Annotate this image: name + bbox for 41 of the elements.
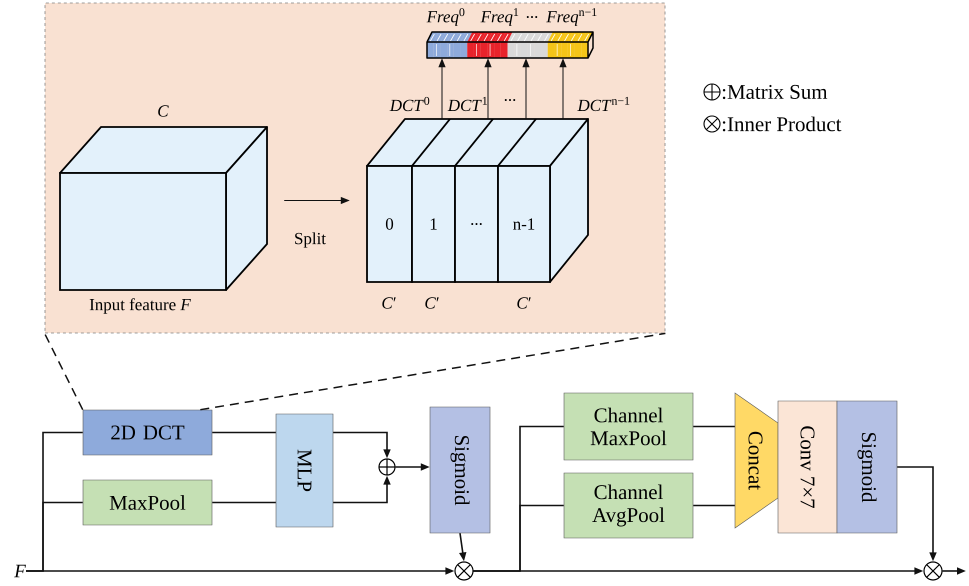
process-box: Channel AvgPool — [564, 472, 694, 538]
legend-text: :Matrix Sum — [722, 84, 828, 100]
connector-line — [693, 426, 735, 428]
node-label: Freq$^{0}$ — [426, 8, 464, 26]
node-label: C′ — [425, 297, 439, 309]
process-box: Conv 7×7 — [778, 400, 838, 534]
node-label: Input feature F — [90, 298, 191, 314]
connector-line — [693, 504, 735, 506]
channel-slice: ... — [454, 165, 499, 283]
sum-symbol — [378, 458, 396, 476]
process-box: Channel MaxPool — [564, 392, 694, 460]
process-box: Sigmoid — [836, 400, 898, 534]
node-label: C′ — [382, 297, 396, 309]
connector-line — [212, 502, 276, 504]
channel-slice: 0 — [366, 165, 413, 283]
node-label: C′ — [517, 297, 531, 309]
process-box: 2D DCT — [82, 410, 212, 456]
edge-label: Split — [295, 232, 326, 248]
edge-label: DCT$^{n−1}$ — [577, 96, 630, 112]
zoom-line — [200, 332, 666, 410]
edge-label: ... — [504, 99, 516, 101]
node-label: Freq$^{1}$ — [480, 8, 518, 26]
frequency-bar — [426, 31, 594, 59]
edge-label: DCT$^{0}$ — [390, 96, 430, 112]
input-label: F — [14, 564, 26, 578]
node-label: Freq$^{n−1}$ — [546, 8, 596, 26]
process-box: Sigmoid — [430, 406, 490, 534]
edge-label: DCT$^{1}$ — [448, 96, 487, 112]
connector-line — [212, 432, 276, 434]
zoom-line — [44, 333, 84, 410]
node-label: C — [158, 105, 169, 117]
channel-slice: n-1 — [497, 165, 551, 283]
legend-text: :Inner Product — [722, 116, 842, 132]
product-symbol — [923, 561, 943, 581]
process-box: MaxPool — [82, 480, 212, 526]
feature-cube — [59, 126, 268, 291]
product-symbol — [454, 561, 474, 581]
node-label: ... — [526, 16, 538, 18]
process-box: MLP — [276, 414, 334, 528]
split-cube — [366, 118, 589, 283]
channel-slice: 1 — [411, 165, 456, 283]
